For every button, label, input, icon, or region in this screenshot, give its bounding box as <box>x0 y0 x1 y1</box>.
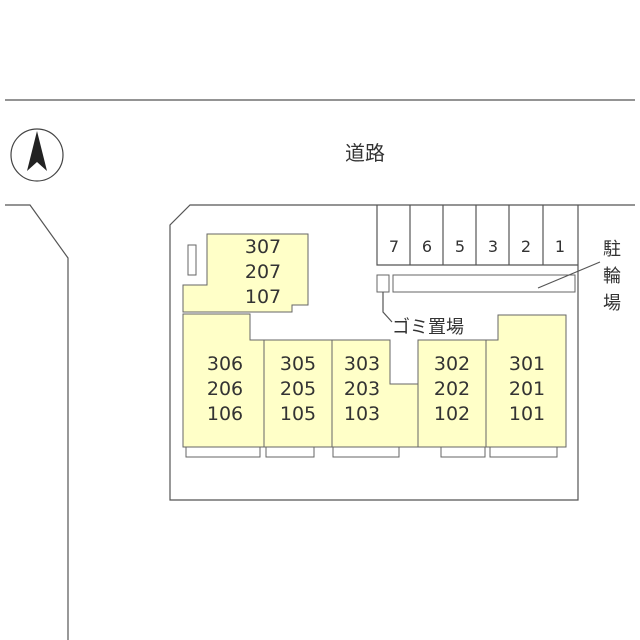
bicycle-slot-3: 3 <box>488 237 498 256</box>
bicycle-slot-5: 5 <box>455 237 465 256</box>
site-boundary <box>169 204 635 501</box>
svg-text:305: 305 <box>280 353 316 375</box>
svg-text:102: 102 <box>434 403 470 425</box>
bicycle-slot-2: 2 <box>521 237 531 256</box>
bicycle-rack-strip <box>392 274 576 293</box>
road-edge-left <box>5 204 69 640</box>
garbage-leader <box>382 292 393 323</box>
unit-306: 306 206 106 <box>182 313 265 448</box>
svg-text:105: 105 <box>280 403 316 425</box>
garbage-area-label: ゴミ置場 <box>392 317 464 338</box>
svg-text:303: 303 <box>344 353 380 375</box>
svg-text:101: 101 <box>509 403 545 425</box>
svg-text:203: 203 <box>344 378 380 400</box>
bicycle-slot-1: 1 <box>555 237 565 256</box>
svg-text:106: 106 <box>207 403 243 425</box>
garbage-area <box>376 274 390 293</box>
unit-302: 302 202 102 <box>417 339 487 448</box>
balconies <box>185 446 558 458</box>
unit-301: 301 201 101 <box>485 314 567 448</box>
svg-text:206: 206 <box>207 378 243 400</box>
bicycle-slot-7: 7 <box>389 237 399 256</box>
svg-text:207: 207 <box>245 261 281 283</box>
svg-text:201: 201 <box>509 378 545 400</box>
svg-text:202: 202 <box>434 378 470 400</box>
unit-303: 303 203 103 <box>331 339 419 448</box>
bicycle-slot-6: 6 <box>422 237 432 256</box>
svg-text:107: 107 <box>245 286 281 308</box>
bicycle-parking-label-1: 駐 <box>603 239 621 260</box>
unit-307: 307 207 107 <box>182 233 309 313</box>
svg-text:301: 301 <box>509 353 545 375</box>
unit-305: 305 205 105 <box>263 339 333 448</box>
bicycle-parking-label-3: 場 <box>603 293 621 314</box>
svg-text:205: 205 <box>280 378 316 400</box>
site-marker <box>187 244 197 276</box>
svg-text:103: 103 <box>344 403 380 425</box>
bicycle-parking: 7 6 5 3 2 1 <box>376 205 578 293</box>
svg-text:307: 307 <box>245 236 281 258</box>
road-label: 道路 <box>345 141 385 165</box>
bicycle-label-leader <box>537 261 601 289</box>
bicycle-parking-label-2: 輪 <box>603 266 621 287</box>
svg-text:306: 306 <box>207 353 243 375</box>
north-arrow-icon <box>10 128 64 182</box>
svg-text:302: 302 <box>434 353 470 375</box>
